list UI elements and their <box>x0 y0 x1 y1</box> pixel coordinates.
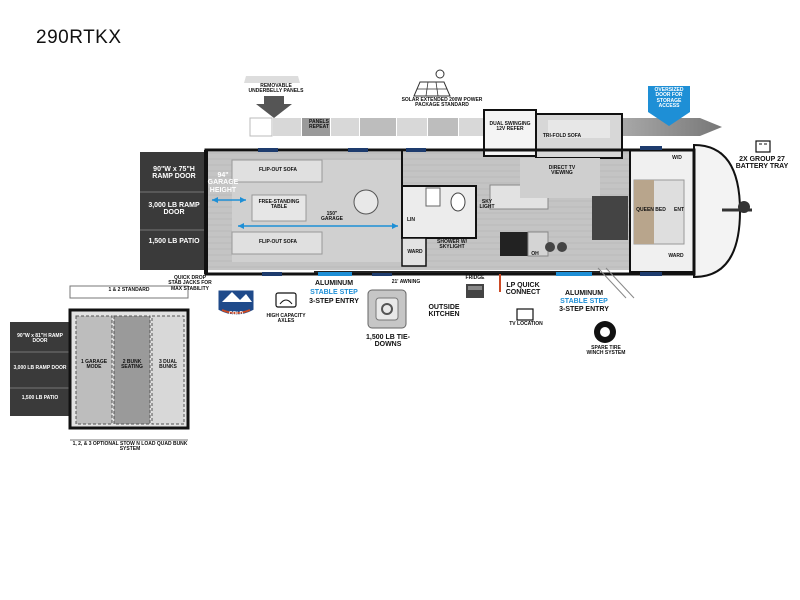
lin-label: LIN <box>406 217 416 223</box>
ward-label: WARD <box>407 249 423 255</box>
lp-connect-label: LP QUICK CONNECT <box>505 282 541 297</box>
stable-step-label: STABLE STEP <box>310 289 358 296</box>
direct-tv-label: DIRECT TV VIEWING <box>548 165 576 177</box>
tie-downs-label: 1,500 LB TIE-DOWNS <box>366 334 410 349</box>
flip-sofa-top-label: FLIP-OUT SOFA <box>258 167 298 173</box>
aluminum-label: ALUMINUM <box>314 280 354 287</box>
tv-icon <box>516 308 534 321</box>
outside-kitchen-icon <box>466 284 484 298</box>
model-title: 290RTKX <box>36 27 122 48</box>
inset-standard-label: 1 & 2 STANDARD <box>108 287 150 293</box>
entry-label: 3-STEP ENTRY <box>309 298 359 305</box>
axles-label: HIGH CAPACITY AXLES <box>266 313 306 325</box>
tie-down-icon <box>367 289 407 329</box>
solar-panel-icon <box>413 69 451 97</box>
oh-label: OH <box>531 251 539 257</box>
storage-door-label: OVERSIZED DOOR FOR STORAGE ACCESS <box>654 87 684 109</box>
inset-garage-mode-label: 1 GARAGE MODE <box>80 359 108 371</box>
ramp-door-size-label: 90"W x 75"H RAMP DOOR <box>152 166 196 181</box>
shower-label: SHOWER W/ SKYLIGHT <box>437 239 467 251</box>
fridge-label: FRIDGE <box>465 275 485 281</box>
inset-dual-bunks-label: 3 DUAL BUNKS <box>158 359 178 371</box>
garage-height-label: 94" GARAGE HEIGHT <box>207 172 239 194</box>
trailer-body <box>140 109 752 299</box>
skylight-label: SKY LIGHT <box>479 199 495 211</box>
garage-length-label: 150" GARAGE <box>321 211 343 223</box>
inset-ramp-size-label: 90"W x 81"H RAMP DOOR <box>17 333 63 345</box>
ramp-door-weight-label: 3,000 LB RAMP DOOR <box>148 202 200 217</box>
cold-weather-label: COLD WEATHER <box>223 311 249 323</box>
inset-patio-label: 1,500 LB PATIO <box>21 395 59 401</box>
flip-sofa-bottom-label: FLIP-OUT SOFA <box>258 239 298 245</box>
stab-jacks-label: QUICK DROP STAB JACKS FOR MAX STABILITY <box>168 275 212 292</box>
stable-step-2-label: STABLE STEP <box>560 298 608 305</box>
table-label: FREE-STANDING TABLE <box>258 199 300 211</box>
patio-label: 1,500 LB PATIO <box>148 238 200 245</box>
panels-repeat-label: PANELS REPEAT <box>309 119 329 131</box>
queen-bed-label: QUEEN BED <box>636 207 666 213</box>
entry-2-label: 3-STEP ENTRY <box>559 306 609 313</box>
underbelly-label: REMOVABLE UNDERBELLY PANELS <box>248 83 304 95</box>
ent-label: ENT <box>674 207 684 213</box>
tv-location-label: TV LOCATION <box>509 321 543 327</box>
wd-label: W/D <box>672 155 682 161</box>
awning-label: 21' AWNING <box>391 279 421 285</box>
refer-label: DUAL SWINGING 12V REFER <box>489 121 531 133</box>
spare-tire-label: SPARE TIRE WINCH SYSTEM <box>586 345 626 357</box>
inset-optional-label: 1, 2, & 3 OPTIONAL STOW N LOAD QUAD BUNK… <box>72 441 188 453</box>
solar-label: SOLAR EXTENDED 200W POWER PACKAGE STANDA… <box>401 97 483 109</box>
inset-ramp-weight-label: 3,000 LB RAMP DOOR <box>13 365 67 371</box>
inset-quad-bunk-drawing <box>10 285 190 441</box>
outside-kitchen-label: OUTSIDE KITCHEN <box>428 304 460 319</box>
storage-door-arrow <box>648 86 690 126</box>
spare-tire-icon <box>594 321 616 343</box>
cold-weather-badge-icon <box>217 289 255 316</box>
axles-icon <box>275 292 297 308</box>
tri-fold-sofa-label: TRI-FOLD SOFA <box>542 133 582 139</box>
inset-bunk-seating-label: 2 BUNK SEATING <box>121 359 143 371</box>
aluminum-2-label: ALUMINUM <box>564 290 604 297</box>
battery-icon <box>755 140 771 153</box>
battery-label: 2X GROUP 27 BATTERY TRAY <box>735 156 789 171</box>
ward-right-label: WARD <box>668 253 684 259</box>
